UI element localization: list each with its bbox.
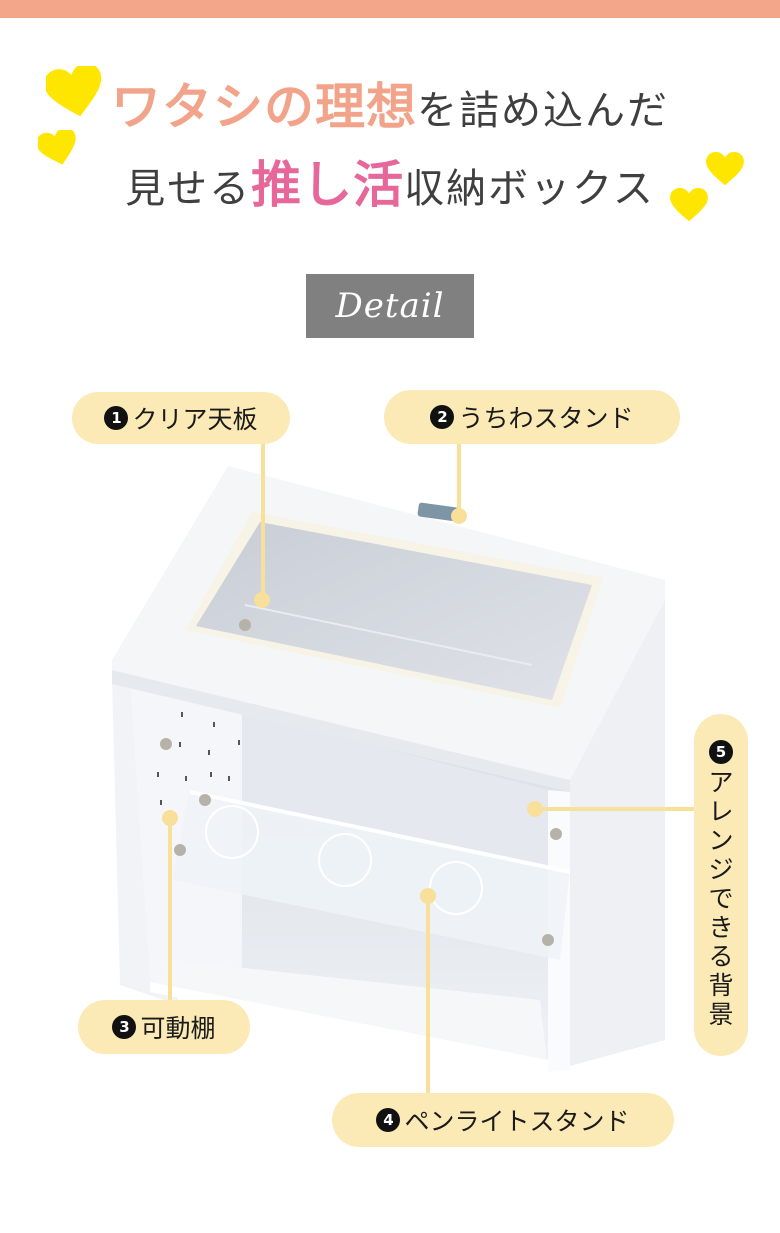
callout-label-char: ン	[708, 826, 734, 855]
headline-line-2: 見せる推し活収納ボックス	[0, 160, 780, 210]
headline-text: を詰め込んだ	[417, 88, 669, 134]
callout-dot-5	[527, 801, 543, 817]
headline-emphasis-oshikatsu: 推し活	[251, 156, 405, 214]
callout-dot-4	[420, 888, 436, 904]
callout-label: 可動棚	[140, 1014, 216, 1043]
callout-label: ペンライトスタンド	[404, 1107, 630, 1136]
callout-label-char: ジ	[708, 855, 734, 884]
headline-line-1: ワタシの理想を詰め込んだ	[0, 82, 780, 132]
heart-icon	[670, 188, 708, 222]
callout-leader-2	[457, 440, 461, 516]
callout-label-char: 背	[708, 971, 734, 1000]
number-1-icon: 1	[104, 406, 129, 430]
callout-arrangeable-background: 5 ア レ ン ジ で き る 背 景	[694, 714, 748, 1056]
callout-leader-3	[168, 820, 172, 1005]
callout-label-char: 景	[708, 1000, 734, 1029]
headline-text: 見せる	[125, 166, 252, 212]
headline-text: 収納ボックス	[404, 166, 655, 212]
callout-label-char: き	[708, 913, 734, 942]
number-4-icon: 4	[376, 1108, 401, 1132]
callout-label: クリア天板	[132, 405, 258, 434]
callout-leader-5	[536, 807, 696, 811]
callout-label-char: ア	[708, 768, 734, 797]
callout-label-char: る	[708, 942, 734, 971]
callout-dot-2	[451, 508, 467, 524]
heart-icon	[38, 130, 76, 165]
callout-dot-3	[162, 810, 178, 826]
callout-dot-1	[254, 592, 270, 608]
callout-label-char: レ	[708, 797, 734, 826]
number-2-icon: 2	[430, 405, 455, 429]
callout-label: うちわスタンド	[458, 404, 634, 433]
headline-emphasis-ideal: ワタシの理想	[111, 78, 417, 136]
heart-icon	[706, 152, 744, 186]
number-5-icon: 5	[709, 740, 733, 764]
number-3-icon: 3	[112, 1015, 137, 1039]
callout-label-char: で	[708, 884, 734, 913]
callout-leader-4	[426, 898, 430, 1098]
detail-section-badge: Detail	[306, 274, 474, 338]
callout-leader-1	[261, 442, 265, 602]
heart-icon	[46, 66, 102, 117]
top-banner-bar	[0, 0, 780, 18]
